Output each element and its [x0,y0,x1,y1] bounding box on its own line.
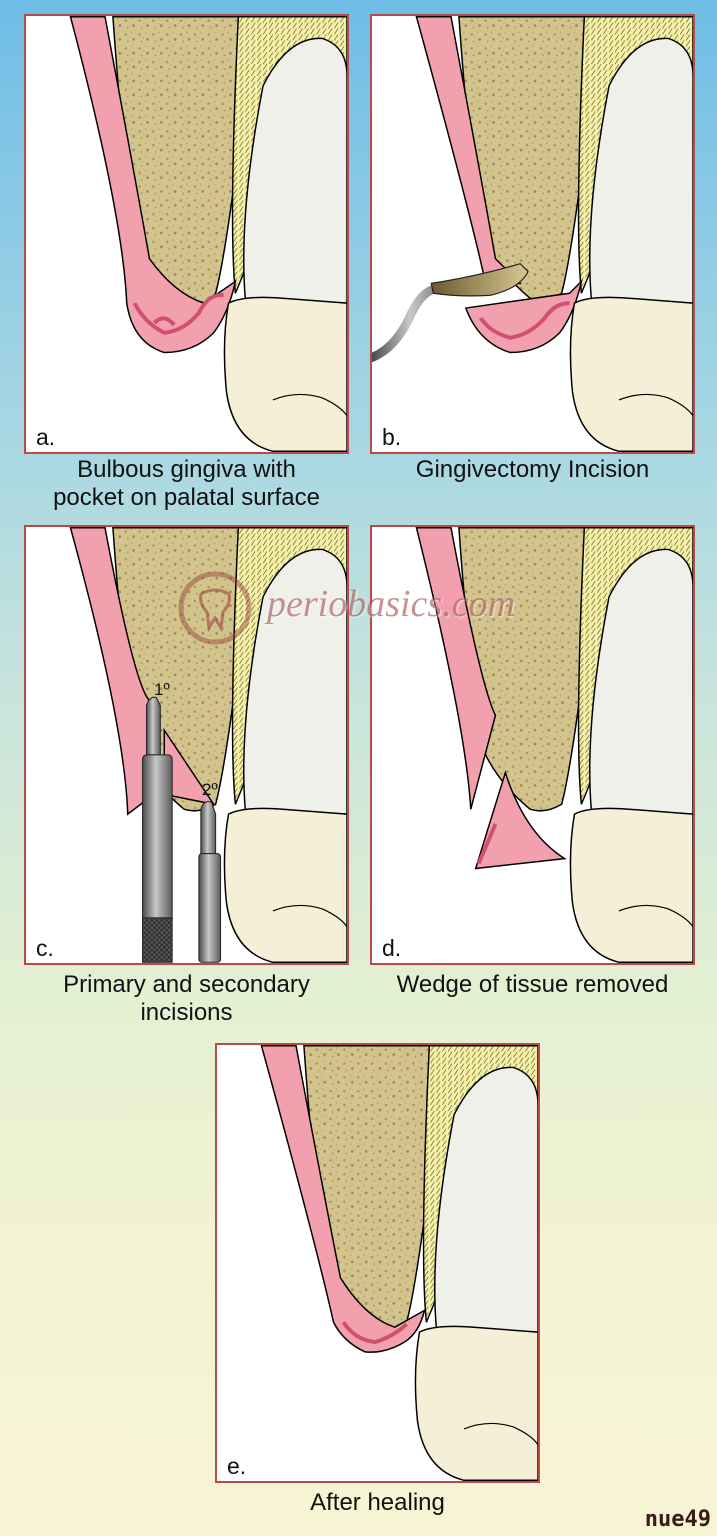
tooth-logo-icon [178,571,252,645]
crown-detail [463,1422,538,1446]
gingiva-upper [415,16,522,285]
panel-b: b. [370,14,695,454]
panel-label: c. [36,935,54,961]
gingiva-remaining [415,527,497,810]
gingiva-excised [464,279,583,354]
tooth-root [589,548,693,815]
watermark: periobasics.com [175,568,555,648]
periodontal-knife-blade [430,262,529,297]
sulcular-epithelium [132,293,224,335]
crown-detail [618,393,693,417]
crown [414,1325,538,1481]
caption-c: Primary and secondary incisions [14,971,359,1027]
caption-line: Wedge of tissue removed [396,971,669,998]
caption-b: Gingivectomy Incision [370,456,695,484]
diagram-bulbous-gingiva [69,16,347,452]
secondary-incision-marker: 2º [202,780,218,799]
caption-line: After healing [310,1489,445,1516]
scalpel-primary-grip [142,917,173,963]
primary-incision-marker: 1º [154,680,170,699]
crown [223,296,347,452]
scalpel-primary-blade [146,696,161,756]
tooth-root [243,548,347,815]
sulcular-epithelium [341,1321,408,1345]
scalpel-secondary-handle [198,853,222,963]
tooth-root [589,37,693,304]
diagram-primary-secondary-incisions [69,527,347,963]
diagram-gingivectomy-incision [372,16,693,452]
caption-e: After healing [215,1489,540,1517]
crown [569,807,693,963]
caption-line: Bulbous gingiva with [77,456,296,483]
tooth-root [434,1066,538,1333]
scalpel-primary-handle [142,754,173,924]
caption-line: Gingivectomy Incision [415,456,650,483]
caption-line: incisions [140,999,233,1026]
signature: nue49 [644,1507,711,1532]
gingiva [69,16,237,354]
caption-a: Bulbous gingiva with pocket on palatal s… [14,456,359,512]
sulcular-epithelium [479,301,570,340]
removed-wedge [474,770,567,870]
panel-a: a. [24,14,349,454]
crown-detail [618,904,693,928]
crown [223,807,347,963]
crown-detail [272,393,347,417]
panel-label: d. [382,935,402,961]
diagram-wedge-removed [415,527,693,963]
crown-detail [272,904,347,928]
panel-d: d. [370,525,695,965]
watermark-text: periobasics.com [267,583,516,625]
crown [569,296,693,452]
scalpel-secondary-blade [200,801,217,855]
caption-d: Wedge of tissue removed [370,971,695,999]
panel-label: a. [36,424,56,450]
panel-e: e. [215,1043,540,1483]
removed-wedge-epithelium [476,823,498,865]
caption-line: Primary and secondary [63,971,310,998]
panel-label: b. [382,424,402,450]
diagram-after-healing [260,1045,538,1481]
panel-c: 1º 2º c. [24,525,349,965]
periodontal-knife-shank [372,280,461,362]
gingiva-healed [260,1045,426,1353]
tooth-root [243,37,347,304]
panel-label: e. [227,1453,247,1479]
caption-line: pocket on palatal surface [53,484,320,511]
gingiva-remaining [69,527,166,816]
